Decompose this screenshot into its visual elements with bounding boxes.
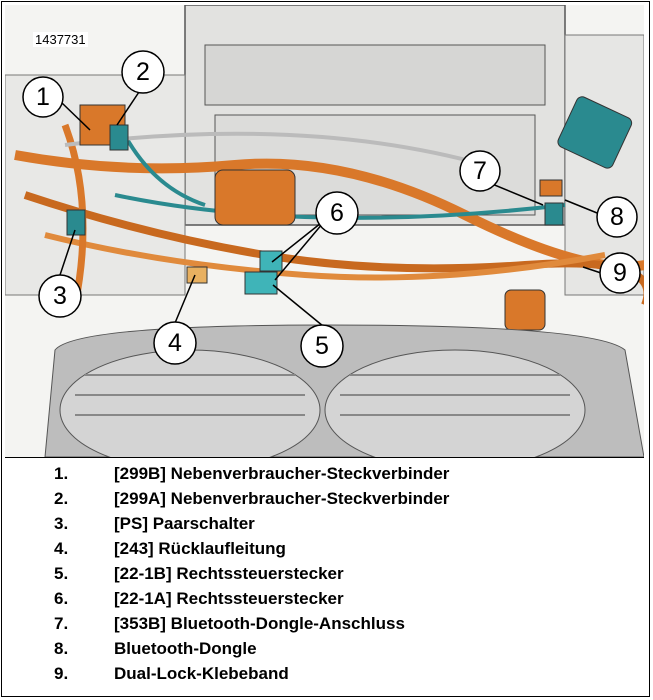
callout-4: 4: [168, 329, 182, 357]
legend-text: [PS] Paarschalter: [114, 514, 255, 533]
legend-number: 6.: [54, 589, 69, 608]
legend-number: 4.: [54, 539, 69, 558]
legend-text: [299B] Nebenverbraucher-Steckverbinder: [114, 464, 450, 483]
illustration-svg: 1 2 3 4 5 6 7 8 9: [5, 5, 644, 457]
legend-number: 1.: [54, 464, 69, 483]
callout-9: 9: [613, 259, 627, 287]
legend-number: 9.: [54, 664, 69, 683]
legend-text: Dual-Lock-Klebeband: [114, 664, 289, 683]
legend-item: 6. [22-1A] Rechtssteuerstecker: [2, 589, 651, 613]
legend-item: 5. [22-1B] Rechtssteuerstecker: [2, 564, 651, 588]
legend-number: 3.: [54, 514, 69, 533]
legend-item: 2. [299A] Nebenverbraucher-Steckverbinde…: [2, 489, 651, 513]
legend-item: 7. [353B] Bluetooth-Dongle-Anschluss: [2, 614, 651, 638]
legend-item: 1. [299B] Nebenverbraucher-Steckverbinde…: [2, 464, 651, 488]
legend-number: 8.: [54, 639, 69, 658]
legend-text: [243] Rücklaufleitung: [114, 539, 286, 558]
callout-5: 5: [315, 332, 329, 360]
wiring-illustration: 1 2 3 4 5 6 7 8 9 1437731: [5, 5, 644, 458]
legend-number: 5.: [54, 564, 69, 583]
legend-item: 8. Bluetooth-Dongle: [2, 639, 651, 663]
callout-2: 2: [136, 58, 150, 86]
callout-7: 7: [473, 157, 487, 185]
legend-text: [22-1B] Rechtssteuerstecker: [114, 564, 344, 583]
callout-8: 8: [610, 203, 624, 231]
figure-id: 1437731: [33, 32, 88, 47]
callout-1: 1: [36, 83, 50, 111]
legend-item: 3. [PS] Paarschalter: [2, 514, 651, 538]
legend-number: 7.: [54, 614, 69, 633]
callout-3: 3: [53, 282, 67, 310]
legend-item: 4. [243] Rücklaufleitung: [2, 539, 651, 563]
legend-text: [299A] Nebenverbraucher-Steckverbinder: [114, 489, 450, 508]
legend-text: Bluetooth-Dongle: [114, 639, 257, 658]
legend-text: [353B] Bluetooth-Dongle-Anschluss: [114, 614, 405, 633]
legend-item: 9. Dual-Lock-Klebeband: [2, 664, 651, 688]
callout-6: 6: [330, 199, 344, 227]
legend-number: 2.: [54, 489, 69, 508]
legend-text: [22-1A] Rechtssteuerstecker: [114, 589, 344, 608]
